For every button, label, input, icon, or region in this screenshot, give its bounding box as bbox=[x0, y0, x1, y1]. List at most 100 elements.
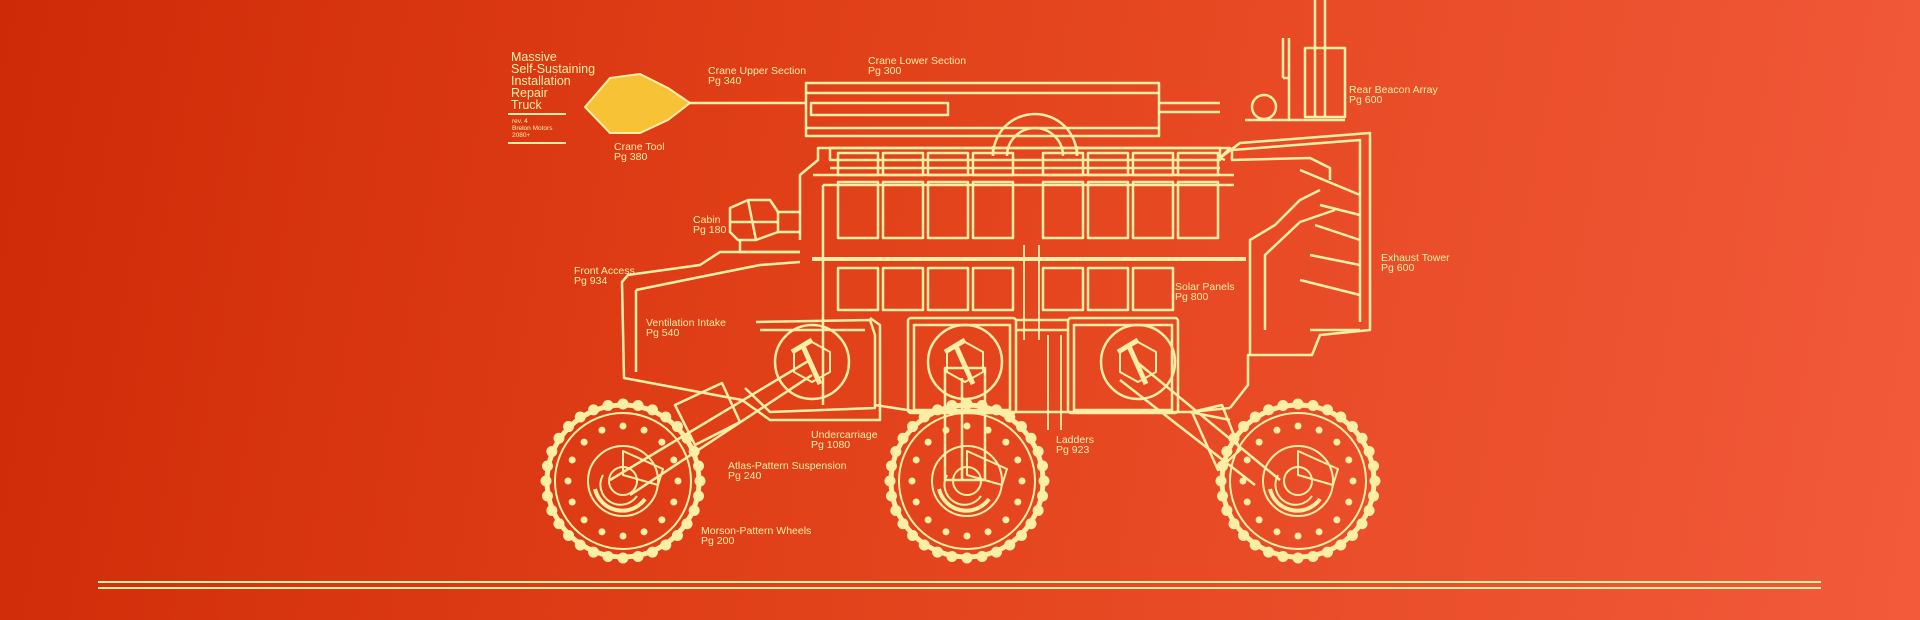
meta-line: Brelon Motors bbox=[512, 125, 553, 132]
rim-bolt bbox=[1243, 498, 1251, 506]
callout-name: Undercarriage bbox=[811, 429, 878, 441]
suspension-hubs bbox=[773, 323, 1177, 401]
rim-bolt bbox=[942, 426, 950, 434]
callout-name: Front Access bbox=[574, 265, 635, 277]
callout-undercarriage: Undercarriage Pg 1080 bbox=[811, 429, 878, 451]
callout-page: Pg 200 bbox=[701, 535, 735, 547]
upper-window bbox=[971, 180, 1015, 240]
callout-name: Ladders bbox=[1056, 434, 1094, 446]
rim-bolt bbox=[598, 426, 606, 434]
rim-bolt bbox=[1014, 456, 1022, 464]
solar-panel bbox=[926, 266, 970, 312]
roof-window bbox=[1041, 151, 1085, 177]
callout-name: Crane Tool bbox=[614, 141, 665, 153]
hub-arc bbox=[593, 488, 647, 513]
upper-window bbox=[1131, 180, 1175, 240]
callout-name: Morson-Pattern Wheels bbox=[701, 525, 812, 537]
callout-name: Rear Beacon Array bbox=[1349, 84, 1438, 96]
roof-window bbox=[881, 151, 925, 177]
ground-line bbox=[98, 581, 1821, 583]
exhaust-tower-shape bbox=[1219, 131, 1372, 409]
hub-bolt bbox=[943, 337, 967, 355]
roof-window bbox=[926, 151, 970, 177]
rim-bolt bbox=[1255, 516, 1263, 524]
rim-bolt bbox=[924, 516, 932, 524]
callout-crane-upper-section: Crane Upper Section Pg 340 bbox=[708, 65, 807, 87]
callout-ventilation-intake: Ventilation Intake Pg 540 bbox=[646, 317, 726, 339]
rim-bolt bbox=[1315, 426, 1323, 434]
rim bbox=[1229, 412, 1367, 550]
meta-line: 2080+ bbox=[512, 132, 531, 139]
rim-bolt bbox=[1002, 516, 1010, 524]
rim-bolt bbox=[984, 528, 992, 536]
upper-window bbox=[881, 180, 925, 240]
rim-bolt bbox=[1345, 456, 1353, 464]
callout-front-access: Front Access Pg 934 bbox=[574, 265, 635, 287]
rim-bolt bbox=[598, 528, 606, 536]
callout-name: Solar Panels bbox=[1175, 281, 1235, 293]
wheel bbox=[1215, 398, 1381, 564]
callout-rear-beacon-array: Rear Beacon Array Pg 600 bbox=[1349, 84, 1438, 106]
rim-bolt bbox=[619, 532, 627, 540]
rim-bolt bbox=[670, 498, 678, 506]
rim-bolt bbox=[1255, 438, 1263, 446]
callout-solar-panels: Solar Panels Pg 800 bbox=[1175, 281, 1235, 303]
callout-page: Pg 923 bbox=[1056, 444, 1090, 456]
callout-name: Ventilation Intake bbox=[646, 317, 726, 329]
upper-window bbox=[1041, 180, 1085, 240]
rim-bolt bbox=[1014, 498, 1022, 506]
callout-name: Crane Upper Section bbox=[708, 65, 807, 77]
rim bbox=[554, 412, 692, 550]
rim-bolt bbox=[674, 477, 682, 485]
roof-window bbox=[836, 151, 880, 177]
callout-page: Pg 1080 bbox=[811, 439, 851, 451]
rim-bolt bbox=[568, 456, 576, 464]
rim-bolt bbox=[1333, 438, 1341, 446]
rim-bolt bbox=[580, 438, 588, 446]
hub-circle bbox=[587, 445, 659, 517]
rim-bolt bbox=[1239, 477, 1247, 485]
wheel bbox=[540, 398, 706, 564]
hub-ring bbox=[1099, 323, 1177, 401]
callout-page: Pg 934 bbox=[574, 275, 608, 287]
hub-arc bbox=[937, 488, 991, 513]
callout-ladders: Ladders Pg 923 bbox=[1056, 434, 1094, 456]
upper-window bbox=[836, 180, 880, 240]
rim-bolt bbox=[1294, 532, 1302, 540]
callout-page: Pg 340 bbox=[708, 75, 742, 87]
rim-bolt bbox=[580, 516, 588, 524]
callout-page: Pg 240 bbox=[728, 470, 762, 482]
rim-bolt bbox=[1333, 516, 1341, 524]
ladders-shape bbox=[1023, 245, 1062, 430]
hub-circle bbox=[931, 445, 1003, 517]
rim-bolt bbox=[924, 438, 932, 446]
rim-bolt bbox=[1273, 426, 1281, 434]
rim-bolt bbox=[640, 426, 648, 434]
solar-panel bbox=[836, 266, 880, 312]
title-line: Installation bbox=[511, 74, 571, 88]
rim bbox=[898, 412, 1036, 550]
diagram-title: Massive Self-Sustaining Installation Rep… bbox=[511, 51, 596, 112]
hub-bolt bbox=[1116, 337, 1140, 355]
rim-bolt bbox=[942, 528, 950, 536]
rim-bolt bbox=[1345, 498, 1353, 506]
upper-window bbox=[926, 180, 970, 240]
title-line: Self-Sustaining bbox=[511, 62, 596, 76]
rim-bolt bbox=[984, 426, 992, 434]
hub-bolt bbox=[799, 342, 823, 386]
callout-crane-tool: Crane Tool Pg 380 bbox=[614, 141, 665, 163]
rim-bolt bbox=[1294, 422, 1302, 430]
title-rule-bottom bbox=[508, 142, 566, 144]
callout-exhaust-tower: Exhaust Tower Pg 600 bbox=[1381, 253, 1450, 274]
rim-bolt bbox=[1273, 528, 1281, 536]
beacon-array bbox=[1245, 0, 1347, 122]
hub-bolt bbox=[790, 337, 814, 355]
hub-arc bbox=[1268, 488, 1322, 513]
hub-ring bbox=[773, 323, 851, 401]
roof-window bbox=[1131, 151, 1175, 177]
rim-bolt bbox=[658, 438, 666, 446]
solar-panel bbox=[1041, 266, 1085, 312]
hub-arc bbox=[599, 474, 638, 506]
